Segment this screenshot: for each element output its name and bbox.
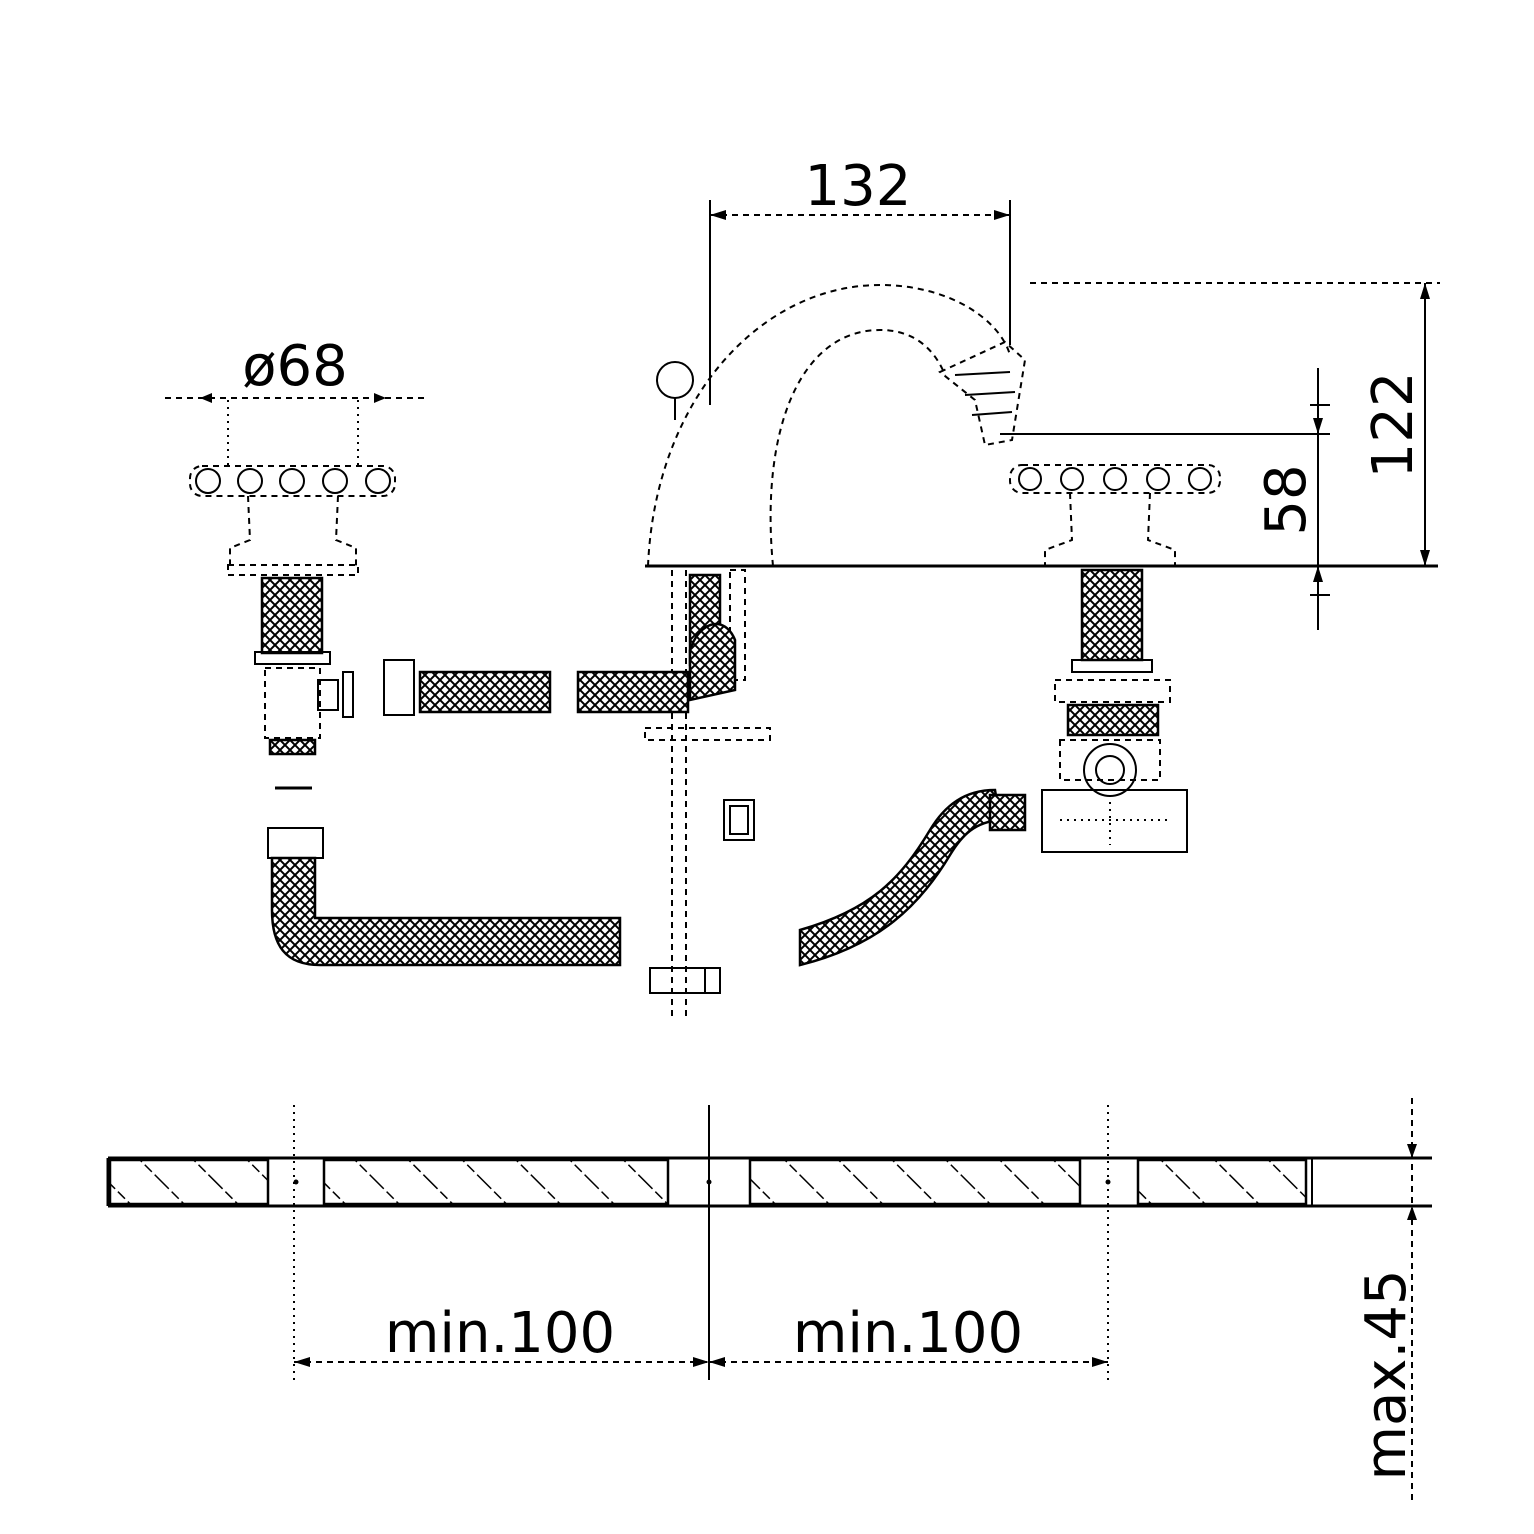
spout <box>647 283 1330 567</box>
deck-section-view: min.100 min.100 max.45 <box>106 1098 1432 1500</box>
right-handle <box>1009 464 1221 853</box>
dimension-overall-height: 122 <box>1030 282 1440 566</box>
handle-diameter-label: ø68 <box>242 334 348 399</box>
drain-assembly <box>644 569 771 1020</box>
dimension-spacing-right: min.100 <box>709 1301 1108 1367</box>
max-thickness-label: max.45 <box>1354 1269 1419 1480</box>
left-handle <box>189 400 396 566</box>
spout-width-label: 132 <box>805 154 912 219</box>
dimension-spout-width: 132 <box>709 154 1011 405</box>
spout-height-label: 58 <box>1254 464 1319 535</box>
deck-segment <box>108 1158 270 1206</box>
dimension-handle-diameter: ø68 <box>165 334 425 403</box>
dimension-spacing-left: min.100 <box>294 1301 709 1367</box>
dimension-max-thickness: max.45 <box>1354 1098 1419 1500</box>
deck-segment <box>1136 1158 1308 1206</box>
deck-segment <box>748 1158 1082 1206</box>
popup-knob <box>656 361 694 399</box>
spacing-left-label: min.100 <box>385 1301 615 1366</box>
dimension-spout-height: 58 <box>1254 368 1330 630</box>
right-flex-hose <box>798 788 1002 967</box>
spacing-right-label: min.100 <box>793 1301 1023 1366</box>
left-fitting <box>227 564 690 967</box>
overall-height-label: 122 <box>1361 372 1426 479</box>
elevation-view: ø68 132 122 58 <box>165 154 1440 1020</box>
deck-segment <box>322 1158 670 1206</box>
